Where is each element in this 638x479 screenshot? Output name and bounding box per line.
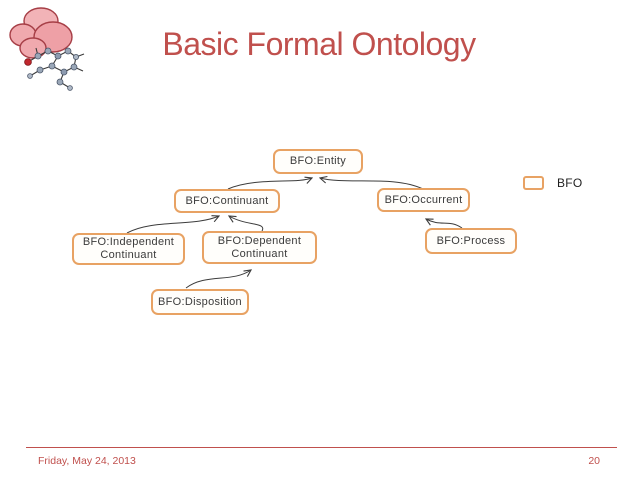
legend: BFO bbox=[523, 176, 583, 190]
edge-disposition-dependent bbox=[185, 270, 251, 289]
legend-bfo-label: BFO bbox=[557, 176, 583, 190]
edge-process-occurrent bbox=[426, 219, 463, 229]
edge-independent-continuant bbox=[126, 216, 219, 234]
footer-divider bbox=[26, 447, 617, 448]
edge-dependent-continuant bbox=[229, 216, 264, 232]
diagram-node-bfo-dependent-continuant: BFO:Dependent Continuant bbox=[202, 231, 317, 264]
diagram-node-bfo-independent-continuant: BFO:Independent Continuant bbox=[72, 233, 185, 265]
diagram-node-bfo-occurrent: BFO:Occurrent bbox=[377, 188, 470, 212]
legend-bfo-swatch-icon bbox=[523, 176, 544, 190]
footer-slide-number: 20 bbox=[588, 455, 600, 467]
edge-continuant-entity bbox=[227, 178, 312, 190]
footer-date: Friday, May 24, 2013 bbox=[38, 455, 136, 467]
cells-molecule-logo-icon bbox=[9, 7, 85, 91]
diagram-node-bfo-continuant: BFO:Continuant bbox=[174, 189, 280, 213]
diagram-node-bfo-disposition: BFO:Disposition bbox=[151, 289, 249, 315]
diagram-node-bfo-process: BFO:Process bbox=[425, 228, 517, 254]
page-title: Basic Formal Ontology bbox=[162, 26, 476, 62]
diagram-node-bfo-entity: BFO:Entity bbox=[273, 149, 363, 174]
